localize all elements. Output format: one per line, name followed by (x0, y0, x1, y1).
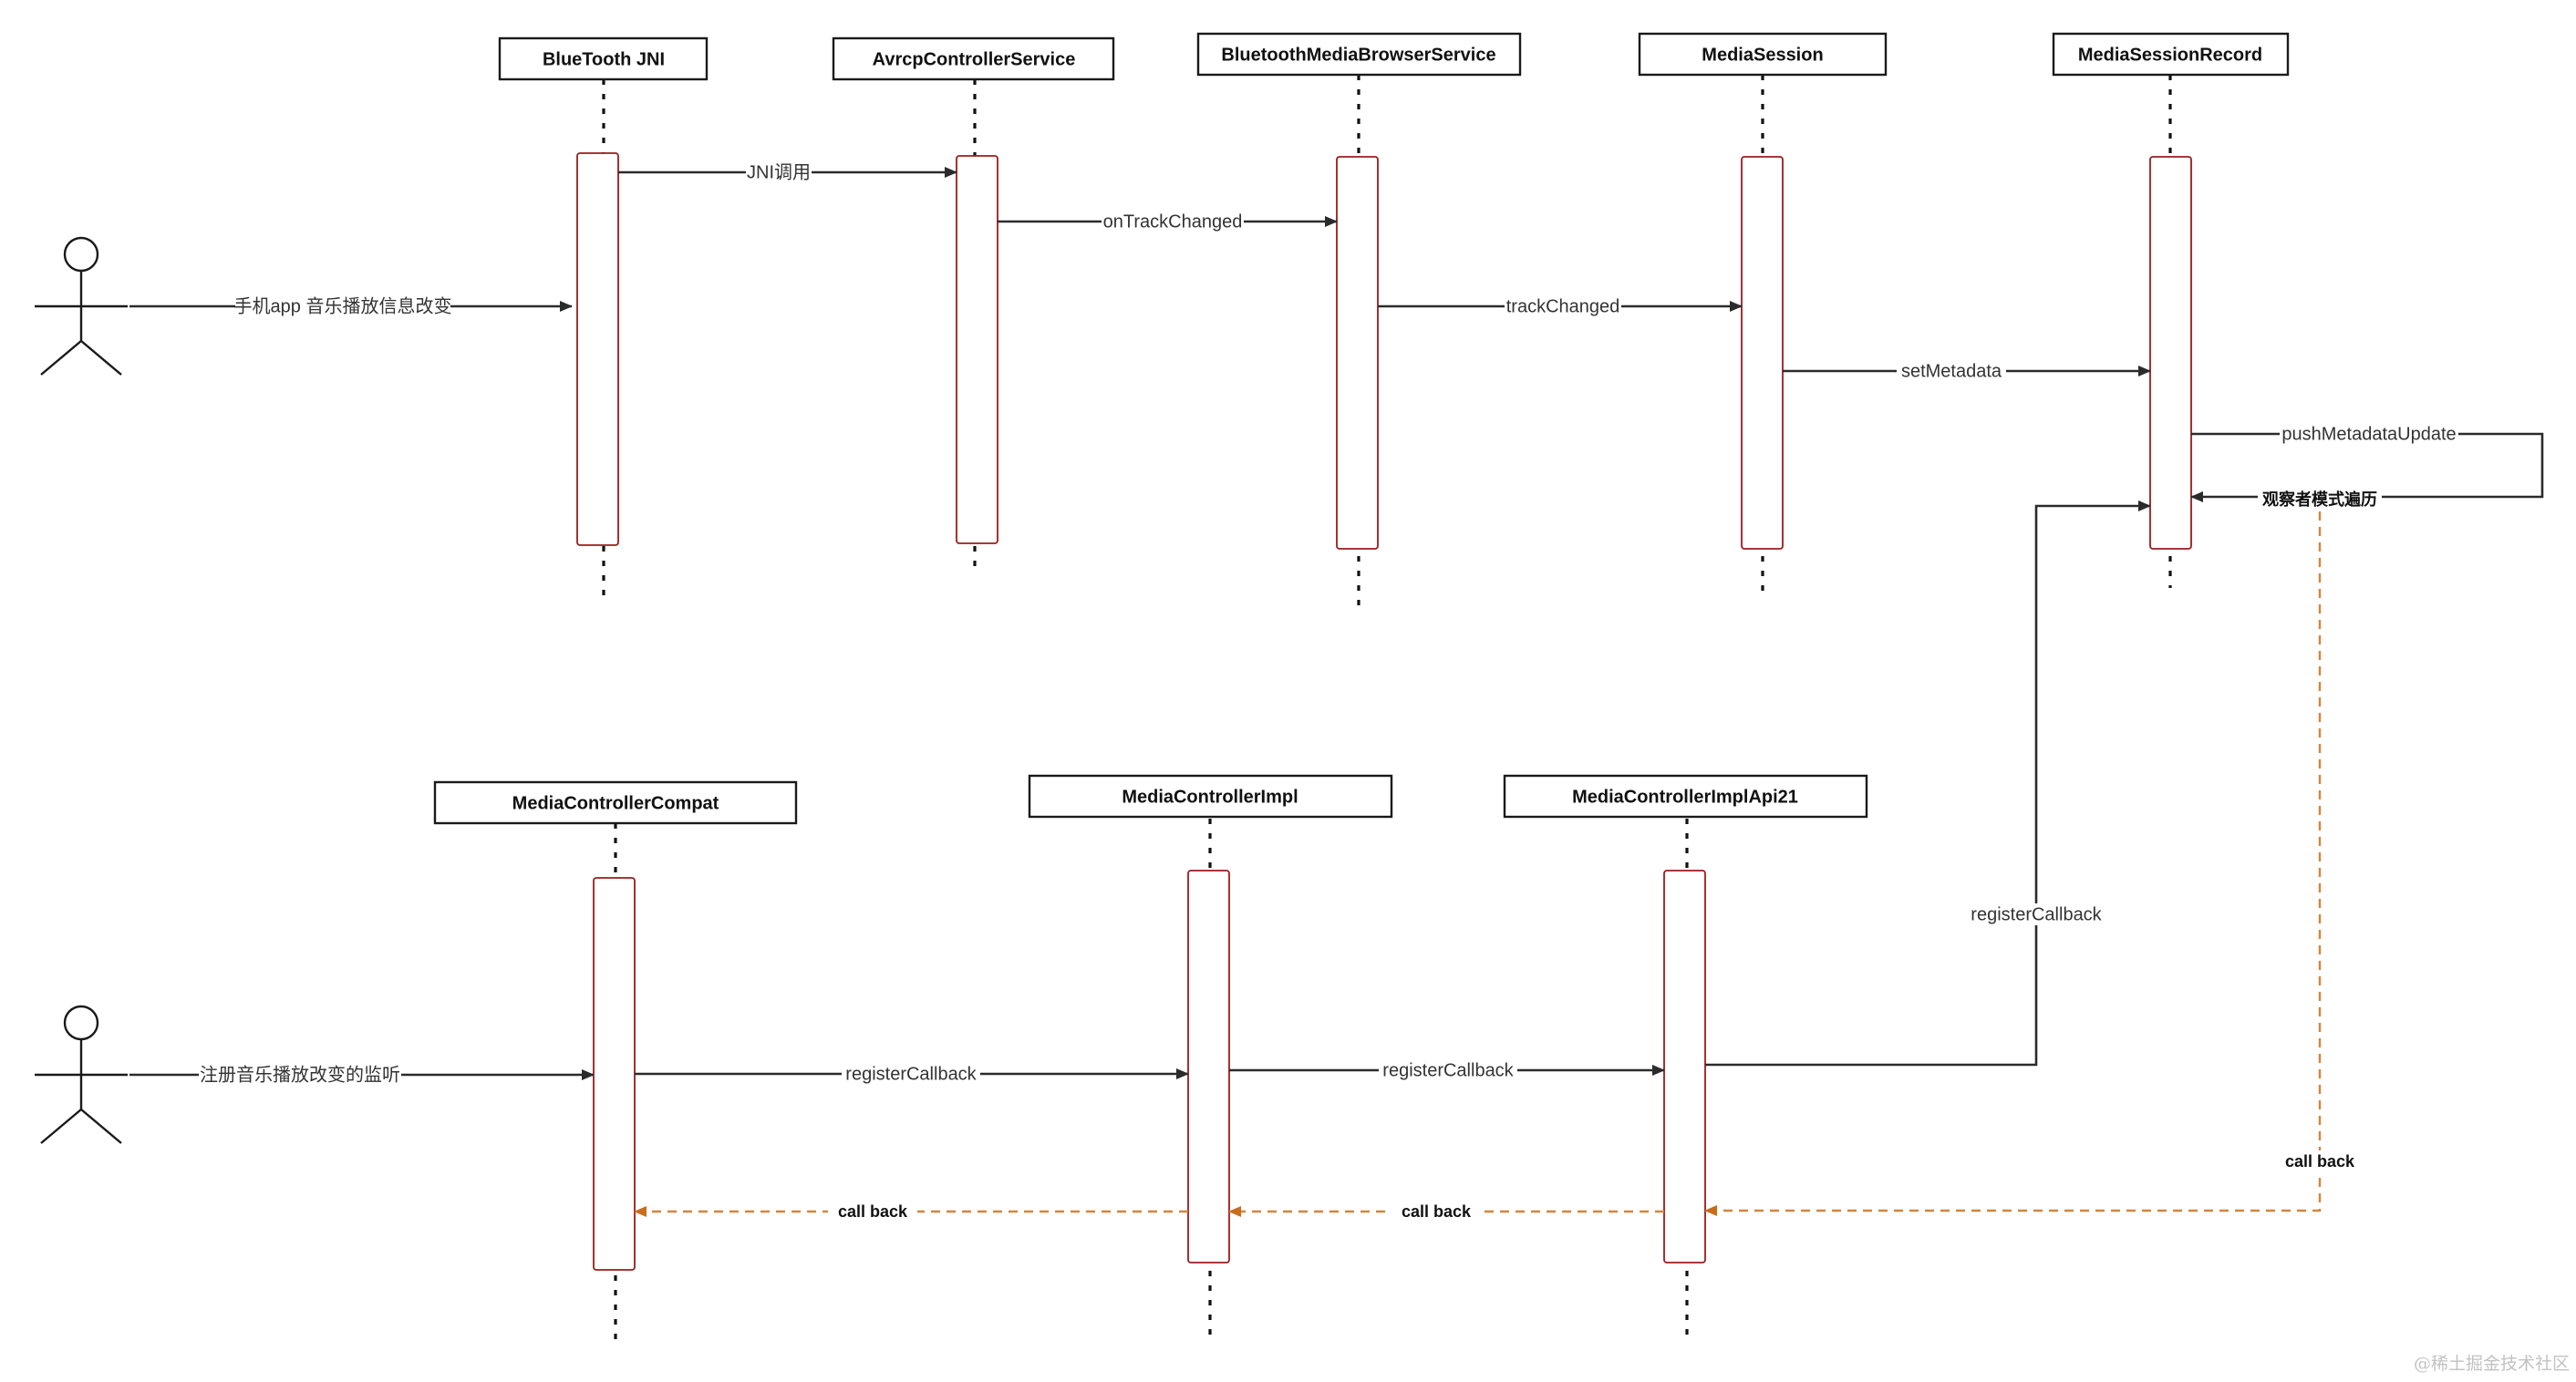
participant-label: MediaControllerCompat (512, 793, 719, 813)
participant-label: MediaControllerImplApi21 (1572, 787, 1798, 807)
participant-media-session: MediaSession (1638, 32, 1888, 77)
participant-label: AvrcpControllerService (873, 49, 1076, 69)
activation-media-controller-impl-api21 (1663, 870, 1706, 1263)
label-call-back-3: call back (838, 1202, 908, 1221)
label-jni-call: JNI调用 (747, 161, 811, 182)
label-register-callback-1: registerCallback (845, 1064, 977, 1084)
label-call-back-1: call back (2285, 1152, 2355, 1171)
participant-media-controller-compat: MediaControllerCompat (433, 780, 798, 825)
participant-label: BlueTooth JNI (543, 49, 665, 69)
actor-phone-user (35, 236, 128, 376)
participant-label: MediaSession (1702, 45, 1823, 65)
actor-listener-user (35, 1005, 128, 1144)
participant-avrcp-controller-service: AvrcpControllerService (832, 36, 1115, 81)
activation-media-session (1741, 156, 1784, 550)
watermark: @稀土掘金技术社区 (2414, 1354, 2570, 1374)
label-register-callback-3: registerCallback (1971, 904, 2102, 924)
label-track-changed: trackChanged (1506, 296, 1620, 316)
label-register-callback-2: registerCallback (1382, 1060, 1514, 1080)
label-register-listener: 注册音乐播放改变的监听 (200, 1064, 400, 1085)
participant-label: MediaControllerImpl (1122, 787, 1298, 807)
participant-bluetooth-media-browser-service: BluetoothMediaBrowserService (1196, 32, 1522, 77)
activation-avrcp-controller-service (956, 155, 998, 544)
activation-bluetooth-media-browser-service (1336, 156, 1379, 550)
participant-bluetooth-jni: BlueTooth JNI (498, 36, 709, 81)
participant-media-controller-impl: MediaControllerImpl (1028, 774, 1393, 819)
participant-label: BluetoothMediaBrowserService (1221, 45, 1495, 65)
activation-media-controller-compat (593, 877, 636, 1271)
arrow-call-back-1 (1704, 511, 2322, 1216)
participant-label: MediaSessionRecord (2078, 45, 2262, 65)
arrow-register-callback-3 (1705, 500, 2151, 1067)
label-phone-app-change: 手机app 音乐播放信息改变 (234, 295, 452, 316)
activation-media-session-record (2149, 156, 2192, 550)
participant-media-session-record: MediaSessionRecord (2052, 32, 2290, 77)
participant-media-controller-impl-api21: MediaControllerImplApi21 (1503, 774, 1868, 819)
label-call-back-2: call back (1402, 1202, 1472, 1221)
label-push-metadata-update: pushMetadataUpdate (2281, 424, 2456, 444)
label-set-metadata: setMetadata (1901, 361, 2002, 381)
label-on-track-changed: onTrackChanged (1103, 211, 1243, 232)
activation-media-controller-impl (1187, 870, 1230, 1263)
activation-bluetooth-jni (576, 152, 619, 546)
label-observer-traverse: 观察者模式遍历 (2262, 490, 2377, 509)
